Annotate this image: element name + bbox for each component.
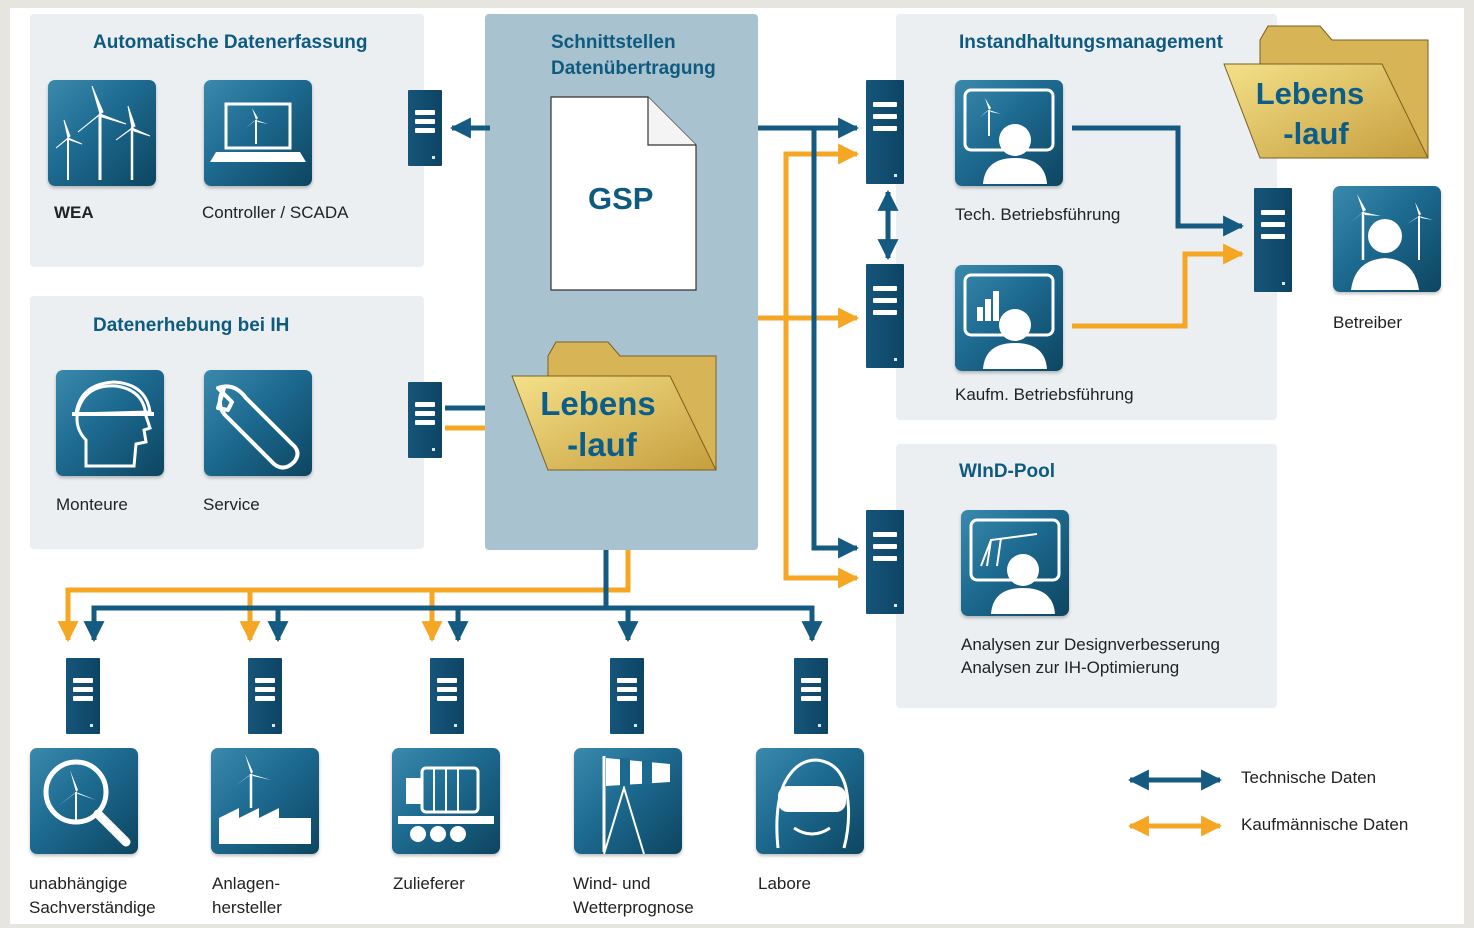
recipient-1-line2: Sachverständige [29, 898, 156, 917]
server-recipient-2 [248, 658, 282, 734]
server-capture [408, 90, 442, 166]
controller-tile [204, 80, 312, 186]
server-wind-pool [866, 510, 904, 614]
server-maintenance-commercial [866, 264, 904, 368]
commercial-ops-label: Kaufm. Betriebsführung [955, 385, 1134, 404]
windsock-icon [602, 756, 670, 854]
operator-tile [1333, 186, 1441, 292]
server-ih [408, 382, 442, 458]
commercial-to-maintenance [783, 143, 860, 550]
recipient-2-line2: hersteller [212, 898, 282, 917]
recipient-3-line1: Zulieferer [393, 874, 465, 893]
server-maintenance-tech [866, 80, 904, 184]
recipient-tile-5 [756, 748, 864, 854]
recipient-5-line1: Labore [758, 874, 811, 893]
recipient-tile-1 [30, 748, 138, 854]
maintenance-title: Instandhaltungsmanagement [959, 32, 1223, 53]
tech-to-pool [811, 128, 860, 559]
commercial-to-pool [783, 548, 860, 589]
server-recipient-4 [610, 658, 644, 734]
fitters-label: Monteure [56, 495, 128, 514]
server-recipient-1 [66, 658, 100, 734]
recipient-2-line1: Anlagen- [212, 874, 281, 893]
wea-label: WEA [54, 203, 94, 222]
wind-turbines-icon [55, 85, 151, 180]
generator-trailer-icon [398, 766, 494, 842]
recipient-tile-4 [574, 748, 682, 854]
lifecycle-folder-icon [511, 341, 717, 471]
server-recipient-5 [794, 658, 828, 734]
person-turbine-icon [1349, 194, 1433, 290]
legend-technical-label: Technische Daten [1241, 768, 1377, 787]
recipient-tile-2 [211, 748, 319, 854]
auto-capture-title: Automatische Datenerfassung [93, 32, 368, 53]
tech-ops-label: Tech. Betriebsführung [955, 205, 1121, 224]
interfaces-title-line2: Datenübertragung [551, 58, 716, 79]
analysis-tile [961, 510, 1069, 616]
tech-to-operator [1072, 125, 1245, 237]
commercial-to-operator [1072, 243, 1245, 329]
person-monitor-design-icon [969, 518, 1061, 614]
ih-capture-title: Datenerhebung bei IH [93, 315, 290, 336]
magnifier-turbine-icon [43, 759, 131, 847]
laptop-turbine-icon [210, 102, 306, 162]
person-monitor-chart-icon [963, 273, 1055, 369]
tech-distribution [83, 550, 609, 643]
person-monitor-turbine-icon [963, 88, 1055, 184]
folder-label-line2: -lauf [567, 426, 637, 463]
fitters-tile [56, 370, 164, 476]
commercial-ops-tile [955, 265, 1063, 371]
legend-commercial-label: Kaufmännische Daten [1241, 815, 1409, 834]
analysis-line2: Analysen zur IH-Optimierung [961, 658, 1180, 677]
controller-label: Controller / SCADA [202, 203, 349, 222]
service-label: Service [203, 495, 260, 514]
gsp-document-icon [550, 96, 697, 291]
operator-label: Betreiber [1333, 313, 1402, 332]
commercial-distribution [57, 550, 631, 643]
recipient-4-line2: Wetterprognose [573, 898, 694, 917]
analysis-line1: Analysen zur Designverbesserung [961, 635, 1220, 654]
maintenance-folder-line1: Lebens [1255, 76, 1365, 111]
server-recipient-3 [430, 658, 464, 734]
recipient-1-line1: unabhängige [29, 874, 128, 893]
service-tile [204, 370, 312, 476]
lab-goggles-icon [775, 758, 851, 849]
recipient-4-line1: Wind- und [573, 874, 651, 893]
panel-wind-pool [896, 444, 1277, 708]
tech-ops-tile [955, 80, 1063, 186]
interfaces-title-line1: Schnittstellen [551, 32, 676, 53]
hardhat-worker-icon [72, 380, 154, 468]
maintenance-folder-line2: -lauf [1283, 116, 1349, 151]
server-operator [1254, 188, 1292, 292]
gsp-document-label: GSP [588, 181, 654, 216]
factory-turbine-icon [219, 754, 311, 844]
wind-pool-title: WInD-Pool [959, 461, 1056, 482]
wrench-icon [216, 384, 300, 470]
wind-turbine-tile [48, 80, 156, 186]
folder-label-line1: Lebens [540, 385, 656, 422]
maintenance-folder-icon [1223, 25, 1429, 159]
recipient-tile-3 [392, 748, 500, 854]
